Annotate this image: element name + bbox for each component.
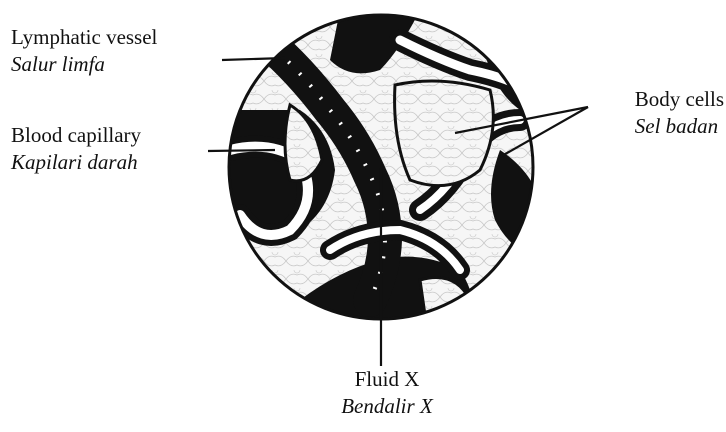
label-lymphatic-vessel: Lymphatic vessel Salur limfa xyxy=(11,24,157,78)
label-blood-capillary-en: Blood capillary xyxy=(11,122,141,149)
label-body-cells-ms: Sel badan xyxy=(635,113,724,140)
label-blood-capillary: Blood capillary Kapilari darah xyxy=(11,122,141,176)
leader-line-blood xyxy=(208,150,275,151)
label-lymphatic-vessel-ms: Salur limfa xyxy=(11,51,157,78)
label-fluid-x-ms: Bendalir X xyxy=(322,393,452,420)
label-lymphatic-vessel-en: Lymphatic vessel xyxy=(11,24,157,51)
label-fluid-x-en: Fluid X xyxy=(322,366,452,393)
label-fluid-x: Fluid X Bendalir X xyxy=(322,366,452,420)
label-body-cells: Body cells Sel badan xyxy=(635,86,724,140)
label-blood-capillary-ms: Kapilari darah xyxy=(11,149,141,176)
label-body-cells-en: Body cells xyxy=(635,86,724,113)
